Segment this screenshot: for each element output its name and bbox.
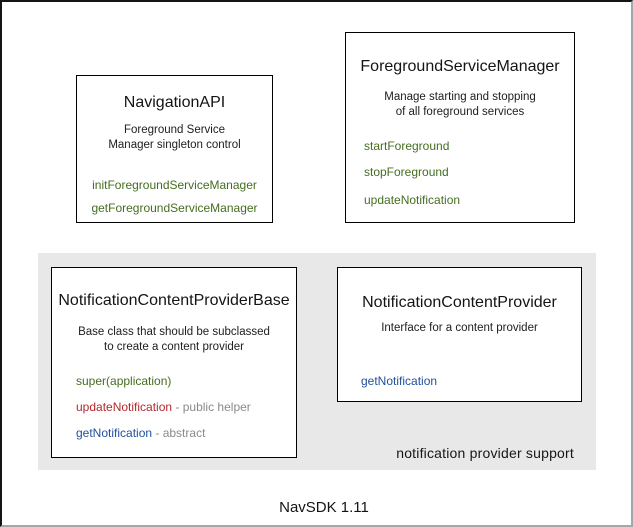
description-line: Foreground Service: [124, 124, 225, 136]
class-description: Base class that should be subclassed to …: [52, 325, 296, 355]
method-super-application: super(application): [76, 374, 172, 388]
class-title: NavigationAPI: [123, 94, 226, 111]
method-get-notification: getNotification: [361, 374, 438, 388]
method-get-notification: getNotification - abstract: [76, 426, 205, 440]
description-line: Interface for a content provider: [381, 322, 538, 334]
method-start-foreground: startForeground: [364, 139, 450, 153]
class-box-navigation-api: NavigationAPI Foreground Service Manager…: [76, 75, 273, 223]
region-label: notification provider support: [396, 445, 574, 461]
sdk-version-label: NavSDK 1.11: [279, 499, 369, 516]
method-update-notification: updateNotification: [364, 193, 461, 207]
description-line: Base class that should be subclassed: [78, 326, 270, 338]
description-line: Manager singleton control: [108, 139, 241, 151]
class-title: NotificationContentProvider: [362, 294, 557, 311]
class-box-foreground-service-manager: ForegroundServiceManager Manage starting…: [345, 32, 575, 223]
method-note: - abstract: [152, 426, 206, 440]
method-init-foreground-service-manager: initForegroundServiceManager: [92, 178, 257, 192]
class-title: NotificationContentProviderBase: [58, 292, 290, 309]
method-stop-foreground: stopForeground: [364, 165, 449, 179]
class-description: Interface for a content provider: [338, 321, 581, 336]
method-note: - public helper: [172, 400, 251, 414]
class-description: Manage starting and stopping of all fore…: [346, 90, 574, 120]
method-update-notification: updateNotification - public helper: [76, 400, 251, 414]
description-line: of all foreground services: [395, 106, 525, 118]
method-label: getNotification: [76, 426, 153, 440]
class-description: Foreground Service Manager singleton con…: [77, 123, 272, 153]
class-box-notification-content-provider-base: NotificationContentProviderBase Base cla…: [51, 267, 297, 458]
description-line: Manage starting and stopping: [384, 91, 536, 103]
class-box-notification-content-provider: NotificationContentProvider Interface fo…: [337, 267, 582, 402]
method-label: updateNotification: [76, 400, 173, 414]
class-title: ForegroundServiceManager: [360, 58, 560, 75]
method-get-foreground-service-manager: getForegroundServiceManager: [91, 201, 258, 215]
description-line: to create a content provider: [104, 341, 244, 353]
